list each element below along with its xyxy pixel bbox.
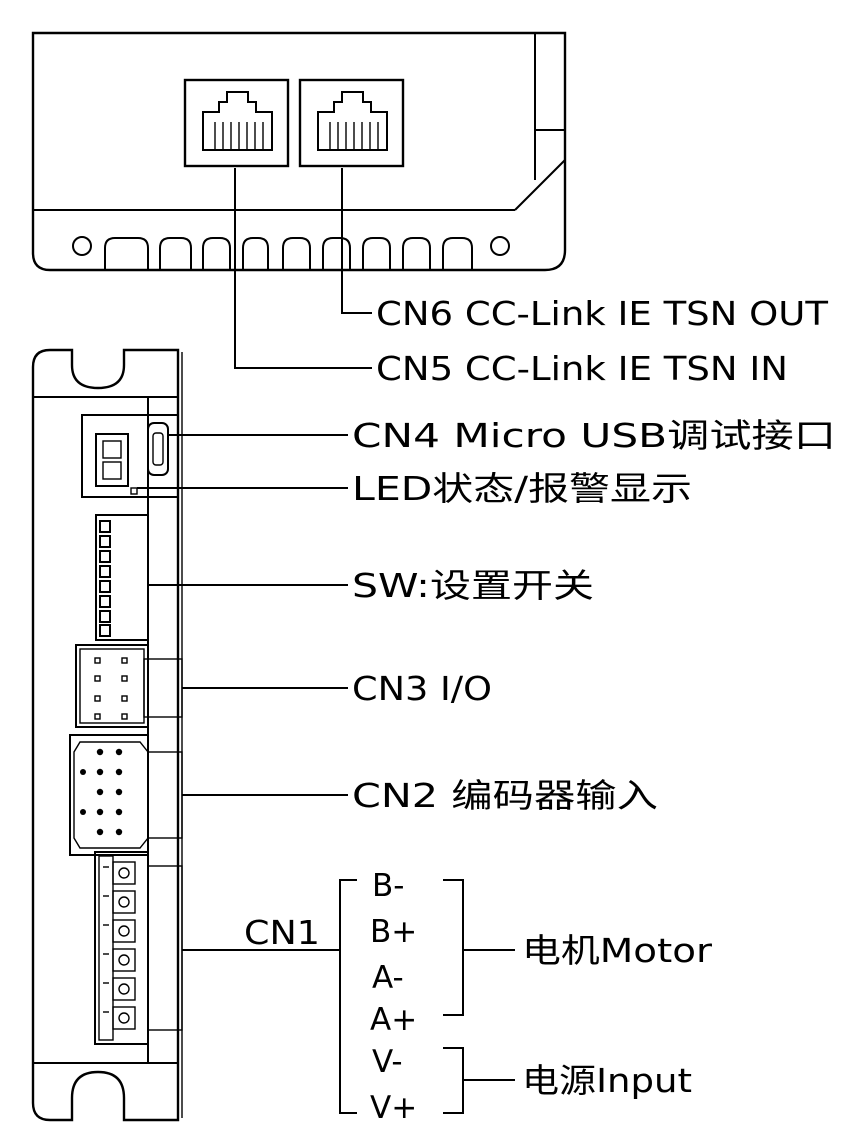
cn3-label: CN3 I/O xyxy=(352,669,492,708)
power-group-label: 电源Input xyxy=(522,1061,692,1100)
led-label: LED状态/报警显示 xyxy=(352,469,692,508)
sw-label: SW:设置开关 xyxy=(352,566,594,605)
led-usb-block xyxy=(81,414,179,498)
pin-label: B- xyxy=(372,868,404,904)
cn1-pin-bracket xyxy=(339,879,357,1114)
cn6-label: CN6 CC-Link IE TSN OUT xyxy=(376,294,829,333)
dip-switch-block xyxy=(95,514,149,641)
pin-label: A+ xyxy=(370,1002,417,1038)
motor-bracket xyxy=(443,879,515,1016)
pin-label: B+ xyxy=(370,914,417,950)
cn1-label: CN1 xyxy=(244,913,320,952)
top-view xyxy=(31,31,567,272)
cn5-label: CN5 CC-Link IE TSN IN xyxy=(376,349,788,388)
cn2-label: CN2 编码器输入 xyxy=(352,776,658,815)
cn3-io-block xyxy=(75,644,183,728)
cn6-leader xyxy=(341,168,372,314)
cn4-label: CN4 Micro USB调试接口 xyxy=(352,416,836,455)
cn2-encoder-block xyxy=(69,734,183,856)
pin-label: V+ xyxy=(370,1090,417,1126)
cn6-rj45-port xyxy=(298,78,405,168)
cn5-leader xyxy=(234,168,372,369)
cn1-terminal-block xyxy=(94,851,183,1045)
cn5-rj45-port xyxy=(183,78,290,168)
pin-label: V- xyxy=(372,1044,403,1080)
power-bracket xyxy=(443,1047,515,1114)
motor-group-label: 电机Motor xyxy=(522,931,713,970)
pin-label: A- xyxy=(372,960,404,996)
